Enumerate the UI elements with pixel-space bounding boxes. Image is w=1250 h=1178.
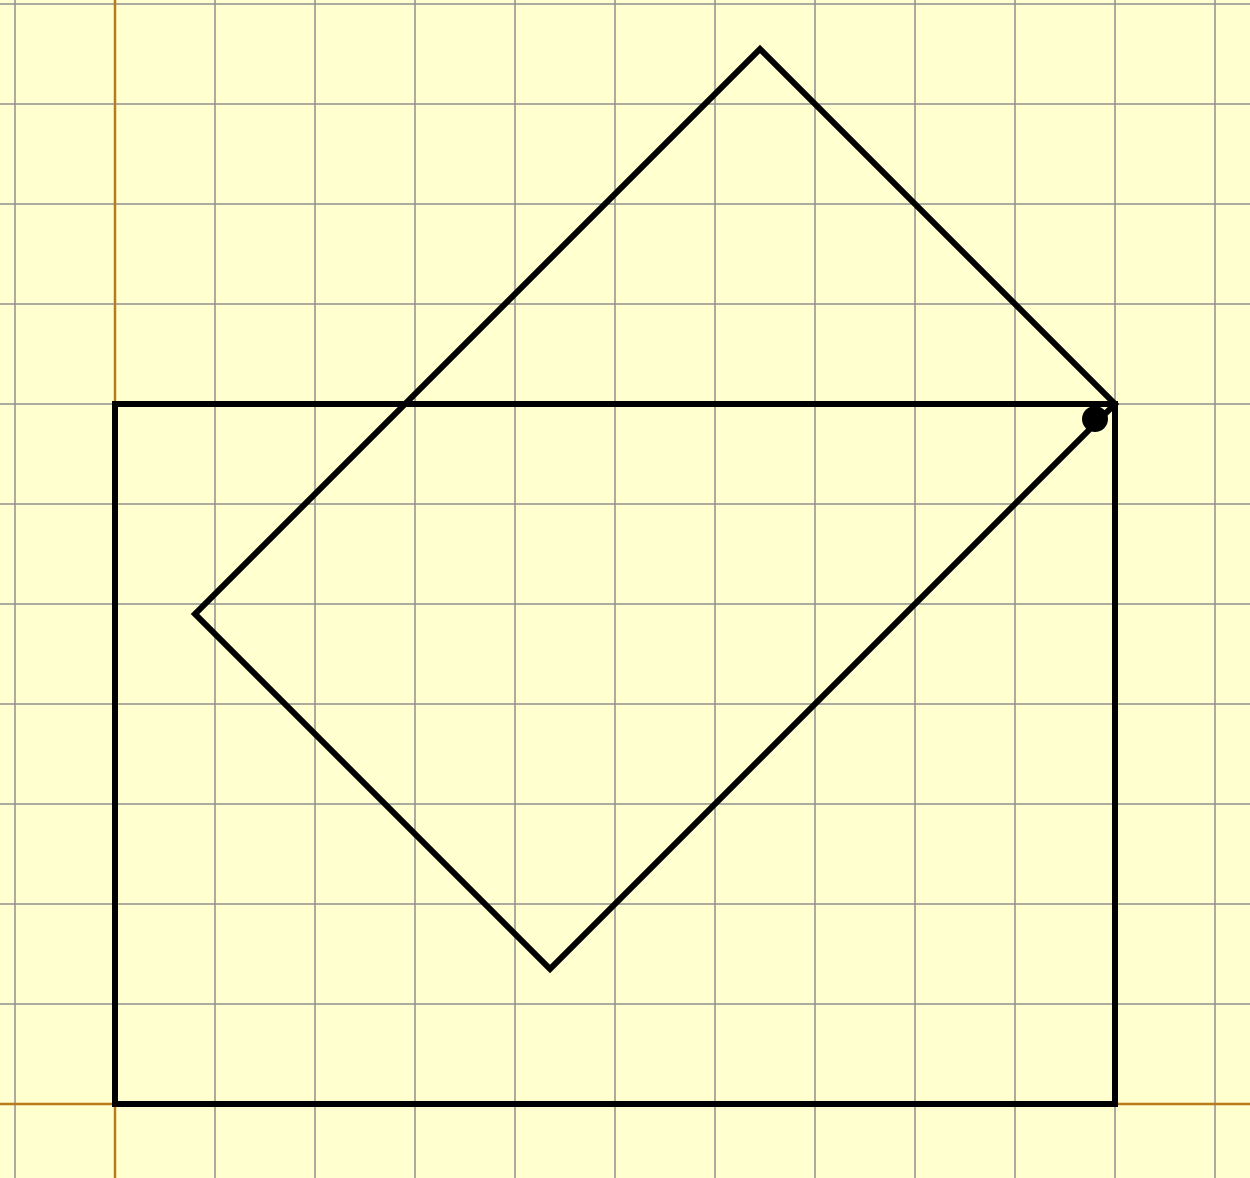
rotated-rectangle[interactable]: [190, 44, 1120, 974]
vertex-handle[interactable]: [1082, 406, 1108, 432]
shapes[interactable]: [112, 44, 1120, 1107]
